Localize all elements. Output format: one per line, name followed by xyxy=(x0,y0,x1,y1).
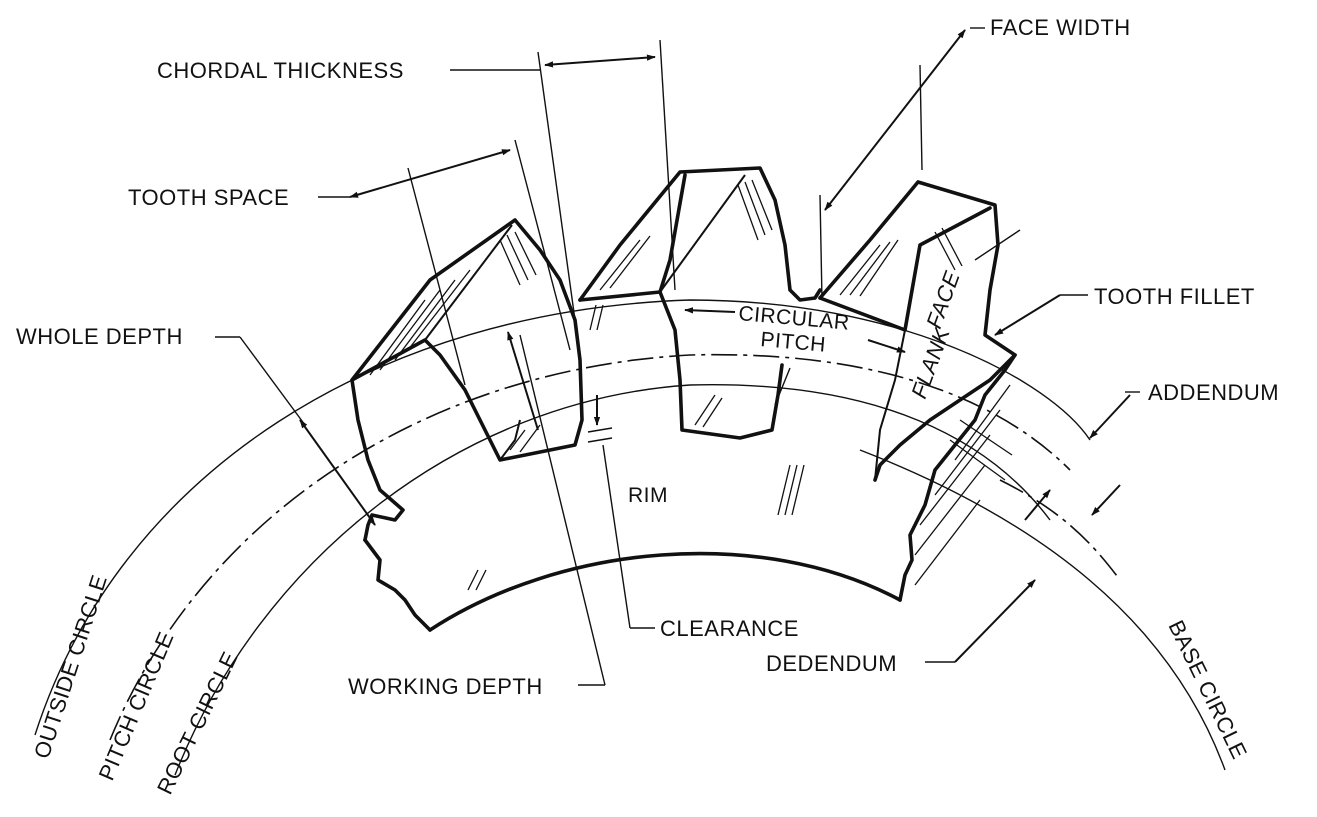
left-break-edge xyxy=(363,538,432,632)
pitch-circle-arc xyxy=(109,353,1071,741)
dimension-lines xyxy=(215,27,1140,686)
tooth-3-front xyxy=(818,206,992,332)
label-flank: FLANK xyxy=(906,323,955,401)
tooth-3-flank xyxy=(874,329,906,481)
label-chordal-thickness: CHORDAL THICKNESS xyxy=(157,58,404,83)
label-outside-circle: OUTSIDE CIRCLE xyxy=(29,572,112,762)
tooth-1-flank xyxy=(499,419,521,461)
shading-hatches xyxy=(369,179,1013,591)
tooth-2-front-edge xyxy=(659,174,746,293)
label-dedendum: DEDENDUM xyxy=(766,651,897,676)
root-circle-arc xyxy=(174,384,1051,776)
tooth-2-front xyxy=(578,173,687,302)
labels: CHORDAL THICKNESS FACE WIDTH TOOTH SPACE… xyxy=(16,15,1279,798)
label-tooth-fillet: TOOTH FILLET xyxy=(1094,284,1255,309)
label-clearance: CLEARANCE xyxy=(660,616,799,641)
label-root-circle: ROOT CIRCLE xyxy=(152,648,243,799)
label-pitch: PITCH xyxy=(760,328,827,357)
label-rim: RIM xyxy=(628,484,668,507)
rim-inner-arc xyxy=(428,551,902,632)
label-face: FACE xyxy=(921,268,965,332)
base-circle-arc-dash xyxy=(999,479,1121,581)
label-tooth-space: TOOTH SPACE xyxy=(128,185,289,210)
tooth-1-top-edge xyxy=(424,224,513,341)
tooth-1 xyxy=(350,218,584,542)
tooth-2 xyxy=(578,166,822,302)
label-working-depth: WORKING DEPTH xyxy=(348,674,543,699)
label-addendum: ADDENDUM xyxy=(1148,380,1279,405)
label-whole-depth: WHOLE DEPTH xyxy=(16,324,183,349)
right-break-edge xyxy=(898,353,1017,602)
label-circular: CIRCULAR xyxy=(738,302,851,335)
label-base-circle: BASE CIRCLE xyxy=(1164,616,1253,763)
label-face-width: FACE WIDTH xyxy=(990,15,1131,40)
tooth-3 xyxy=(818,180,1017,482)
gear-segment xyxy=(350,166,1017,632)
